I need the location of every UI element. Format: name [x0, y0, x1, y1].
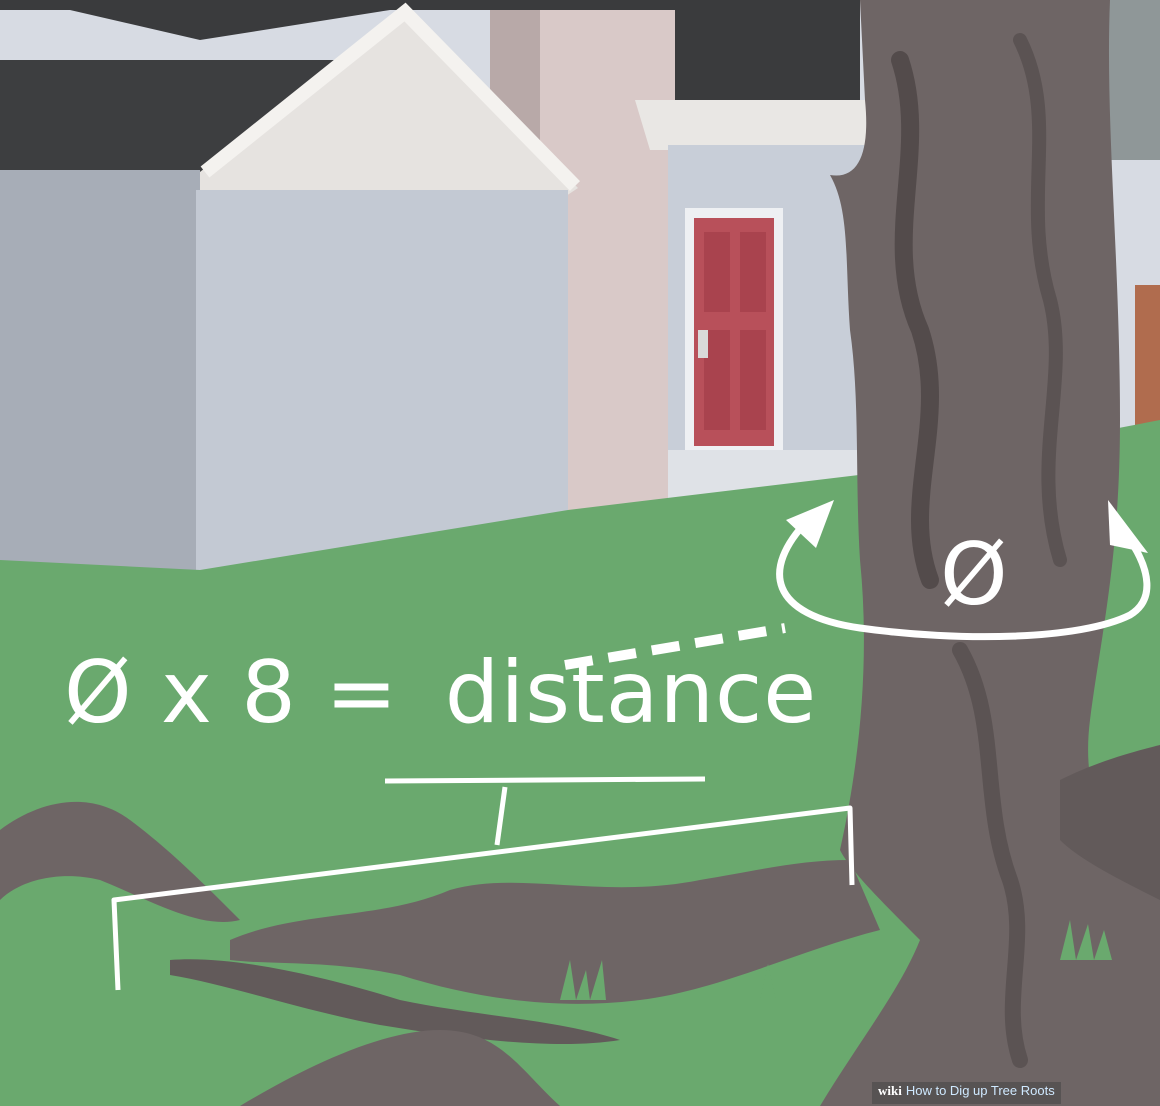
garage-gable-trim — [200, 2, 581, 191]
formula-diameter-symbol: Ø — [64, 643, 133, 743]
door-panel — [704, 330, 730, 430]
bark-texture — [952, 642, 1028, 1068]
door-panel — [740, 232, 766, 312]
distance-bracket — [111, 805, 855, 991]
arrowhead-right — [1108, 500, 1148, 553]
watermark-brand: wiki — [878, 1083, 902, 1098]
garage-side — [0, 170, 200, 570]
distance-formula: Ø x 8 = distance — [64, 650, 817, 736]
garage-gable — [200, 8, 578, 200]
door-handle — [698, 330, 708, 358]
formula-times: x — [161, 643, 213, 743]
circumference-arrow — [776, 517, 1151, 641]
right-root — [1060, 745, 1160, 900]
door-panel — [740, 330, 766, 430]
right-roof — [635, 100, 900, 150]
root-lower — [170, 959, 620, 1045]
bark-texture — [891, 51, 939, 589]
dashed-connector — [564, 623, 786, 670]
bark-texture — [1013, 33, 1067, 567]
diameter-label: Ø — [940, 525, 1008, 625]
fence — [1135, 285, 1160, 435]
root-bottom — [240, 1030, 560, 1106]
formula-result: distance — [444, 643, 818, 743]
root-middle — [230, 860, 880, 1004]
watermark-title: How to Dig up Tree Roots — [905, 1083, 1055, 1098]
formula-multiplier: 8 — [241, 643, 298, 743]
door-panel — [704, 232, 730, 312]
distance-underline — [384, 776, 706, 784]
bracket-stem — [494, 786, 508, 846]
formula-equals: = — [325, 643, 399, 743]
arrowhead-left — [786, 500, 834, 548]
garage-front — [196, 190, 568, 570]
